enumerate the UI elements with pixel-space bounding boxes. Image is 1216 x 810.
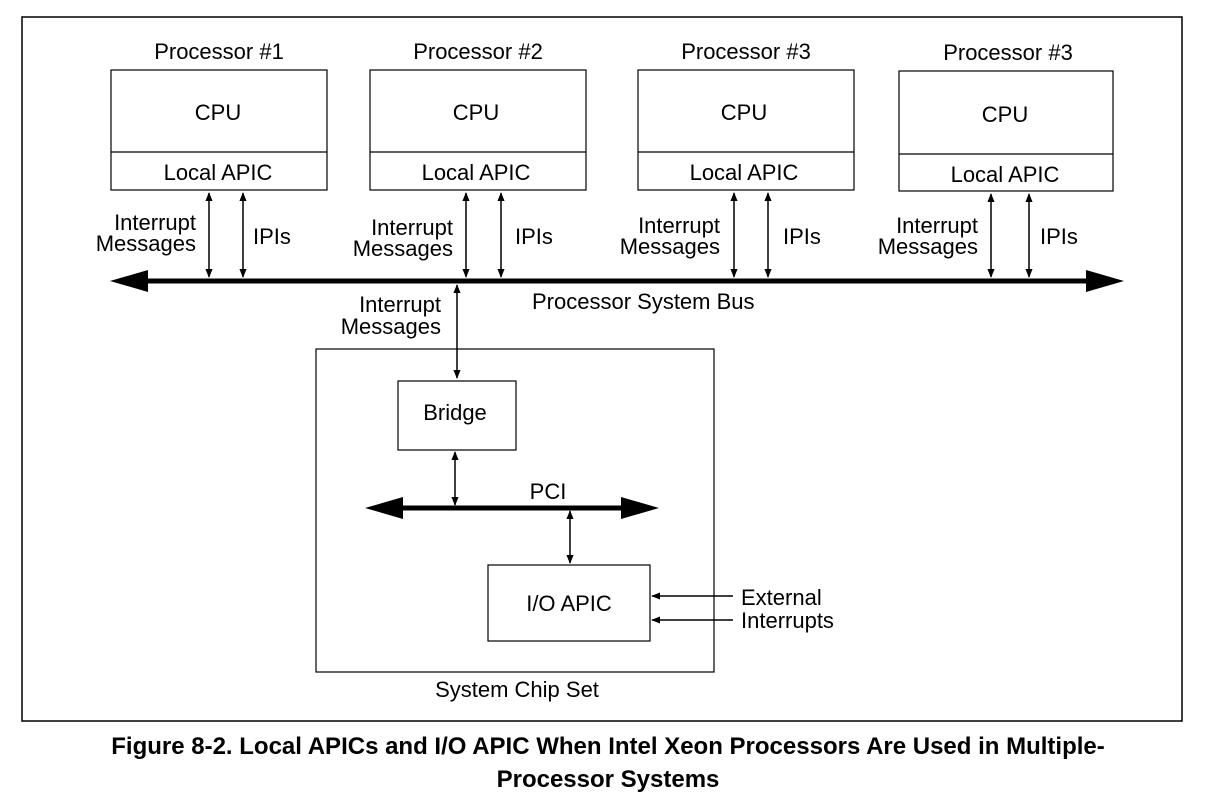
processor-1-box bbox=[110, 69, 328, 191]
processor-3-messages-label: Messages bbox=[620, 234, 720, 259]
processor-2-ipis-label: IPIs bbox=[515, 224, 553, 249]
processor-3-ipis-label: IPIs bbox=[783, 224, 821, 249]
chipset-box bbox=[315, 348, 715, 673]
processor-4-messages-label: Messages bbox=[878, 234, 978, 259]
processor-1-interrupt-label: Interrupt bbox=[114, 210, 196, 235]
processor-2-title: Processor #2 bbox=[413, 39, 543, 64]
processor-4-ipis-label: IPIs bbox=[1040, 224, 1078, 249]
processor-2: Processor #2 CPU Local APIC Interrupt Me… bbox=[353, 39, 587, 278]
figure-frame bbox=[21, 16, 1183, 722]
bus-left-arrowhead bbox=[110, 270, 148, 292]
processor-4-local-apic-label: Local APIC bbox=[951, 162, 1060, 187]
processor-3-interrupt-label: Interrupt bbox=[638, 213, 720, 238]
processor-3-local-apic-label: Local APIC bbox=[690, 160, 799, 185]
processor-3-title: Processor #3 bbox=[681, 39, 811, 64]
processor-3-cpu-label: CPU bbox=[721, 100, 767, 125]
processor-3: Processor #3 CPU Local APIC Interrupt Me… bbox=[620, 39, 855, 278]
processor-1-local-apic-label: Local APIC bbox=[164, 160, 273, 185]
bridge-box bbox=[397, 380, 517, 451]
processor-1-cpu-label: CPU bbox=[195, 100, 241, 125]
bus-label: Processor System Bus bbox=[532, 289, 755, 314]
processor-2-messages-label: Messages bbox=[353, 236, 453, 261]
figure-caption-line-2: Processor Systems bbox=[496, 766, 720, 793]
apic-diagram: Processor #1 CPU Local APIC Interrupt Me… bbox=[21, 16, 1183, 722]
processor-2-interrupt-label: Interrupt bbox=[371, 215, 453, 240]
external-label: External bbox=[741, 585, 822, 610]
processor-2-box bbox=[369, 69, 587, 191]
processor-1-ipis-label: IPIs bbox=[253, 224, 291, 249]
processor-1-title: Processor #1 bbox=[154, 39, 284, 64]
io-apic-label: I/O APIC bbox=[526, 591, 612, 616]
chipset-interrupt-label: Interrupt bbox=[359, 292, 441, 317]
processor-2-local-apic-label: Local APIC bbox=[422, 160, 531, 185]
processor-4-cpu-label: CPU bbox=[982, 102, 1028, 127]
processor-1: Processor #1 CPU Local APIC Interrupt Me… bbox=[96, 39, 328, 278]
processor-4-title: Processor #3 bbox=[943, 40, 1073, 65]
interrupts-label: Interrupts bbox=[741, 608, 834, 633]
pci-label: PCI bbox=[530, 479, 567, 504]
bus-right-arrowhead bbox=[1086, 270, 1124, 292]
processor-4-box bbox=[898, 70, 1114, 192]
chipset-label: System Chip Set bbox=[435, 677, 599, 702]
pci-left-arrowhead bbox=[365, 497, 403, 519]
processor-4-interrupt-label: Interrupt bbox=[896, 213, 978, 238]
processor-system-bus: Processor System Bus bbox=[110, 270, 1124, 314]
bridge-label: Bridge bbox=[423, 400, 487, 425]
processor-4: Processor #3 CPU Local APIC Interrupt Me… bbox=[878, 40, 1114, 278]
system-chip-set: System Chip Set Bridge PCI I/O APIC bbox=[315, 348, 715, 702]
figure-caption-line-1: Figure 8-2. Local APICs and I/O APIC Whe… bbox=[111, 733, 1105, 760]
processor-1-messages-label: Messages bbox=[96, 231, 196, 256]
processor-2-cpu-label: CPU bbox=[453, 100, 499, 125]
io-apic-box bbox=[487, 564, 651, 642]
processor-3-box bbox=[637, 69, 855, 191]
pci-right-arrowhead bbox=[621, 497, 659, 519]
chipset-messages-label: Messages bbox=[341, 314, 441, 339]
